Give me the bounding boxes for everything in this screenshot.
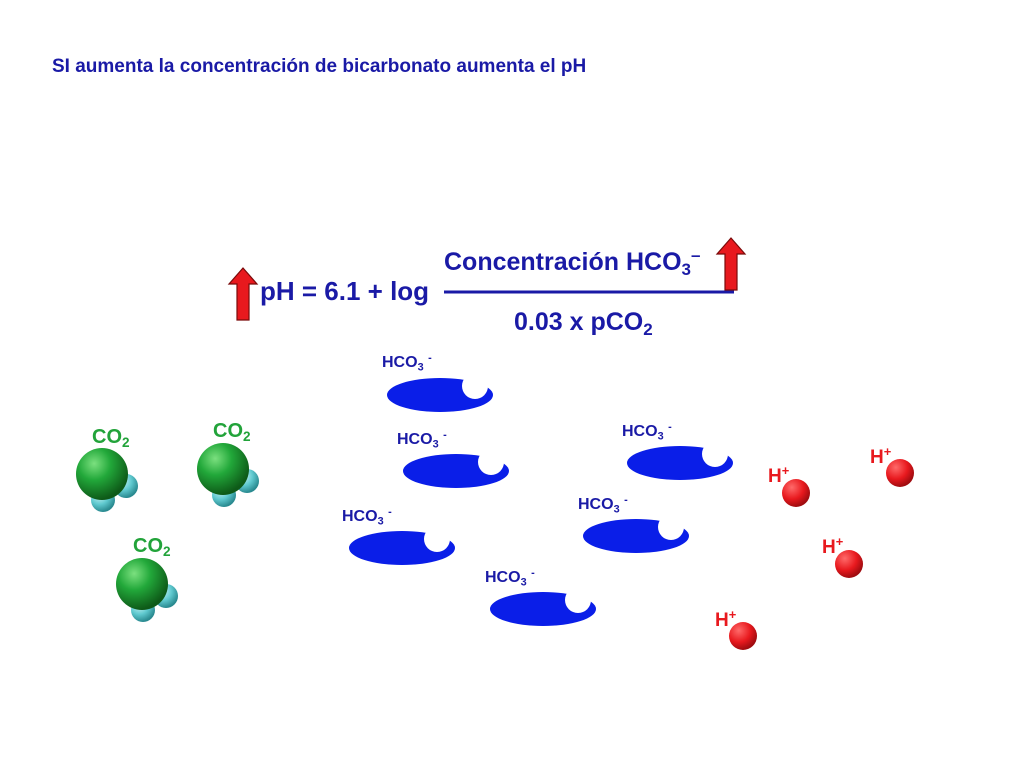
hco3-ion-5	[349, 526, 455, 565]
hco3-ion-3	[627, 441, 733, 480]
h-label-3: H+	[822, 533, 844, 558]
co2-label-3: CO2	[133, 535, 171, 560]
h-label-1: H+	[870, 443, 892, 468]
hco3-label-5: HCO3 -	[342, 506, 392, 528]
h-label-4: H+	[715, 606, 737, 631]
co2-label-1: CO2	[92, 426, 130, 451]
slide-title: SI aumenta la concentración de bicarbona…	[52, 56, 587, 77]
hco3-label-2: HCO3 -	[397, 429, 447, 451]
hco3-label-4: HCO3 -	[578, 494, 628, 516]
co2-molecule-2	[197, 443, 259, 507]
denominator-subscript: 2	[643, 320, 653, 340]
numerator-superscript: –	[691, 245, 701, 265]
h-ion-2	[782, 479, 810, 507]
equation-left-side: pH = 6.1 + log	[260, 276, 430, 306]
hco3-ion-1	[387, 373, 493, 412]
hco3-label-3: HCO3 -	[622, 421, 672, 443]
h-ion-4	[729, 622, 757, 650]
co2-label-2: CO2	[213, 420, 251, 445]
hco3-ion-2	[403, 449, 509, 488]
hco3-label-6: HCO3 -	[485, 567, 535, 589]
numerator-text: Concentración HCO	[444, 248, 682, 276]
numerator-subscript: 3	[681, 260, 691, 280]
hco3-ion-6	[490, 587, 596, 626]
up-arrow-icon-hco3	[715, 237, 747, 291]
denominator-text: 0.03 x pCO	[514, 308, 644, 336]
up-arrow-icon-ph	[227, 267, 259, 321]
co2-molecule-3	[116, 558, 178, 622]
equation-numerator: Concentración HCO3–	[444, 245, 701, 280]
co2-molecule-1	[76, 448, 138, 512]
equation-denominator: 0.03 x pCO2	[514, 308, 653, 340]
h-label-2: H+	[768, 462, 790, 487]
hco3-ion-4	[583, 514, 689, 553]
h-ion-1	[886, 459, 914, 487]
h-ion-3	[835, 550, 863, 578]
hco3-label-1: HCO3 -	[382, 352, 432, 374]
